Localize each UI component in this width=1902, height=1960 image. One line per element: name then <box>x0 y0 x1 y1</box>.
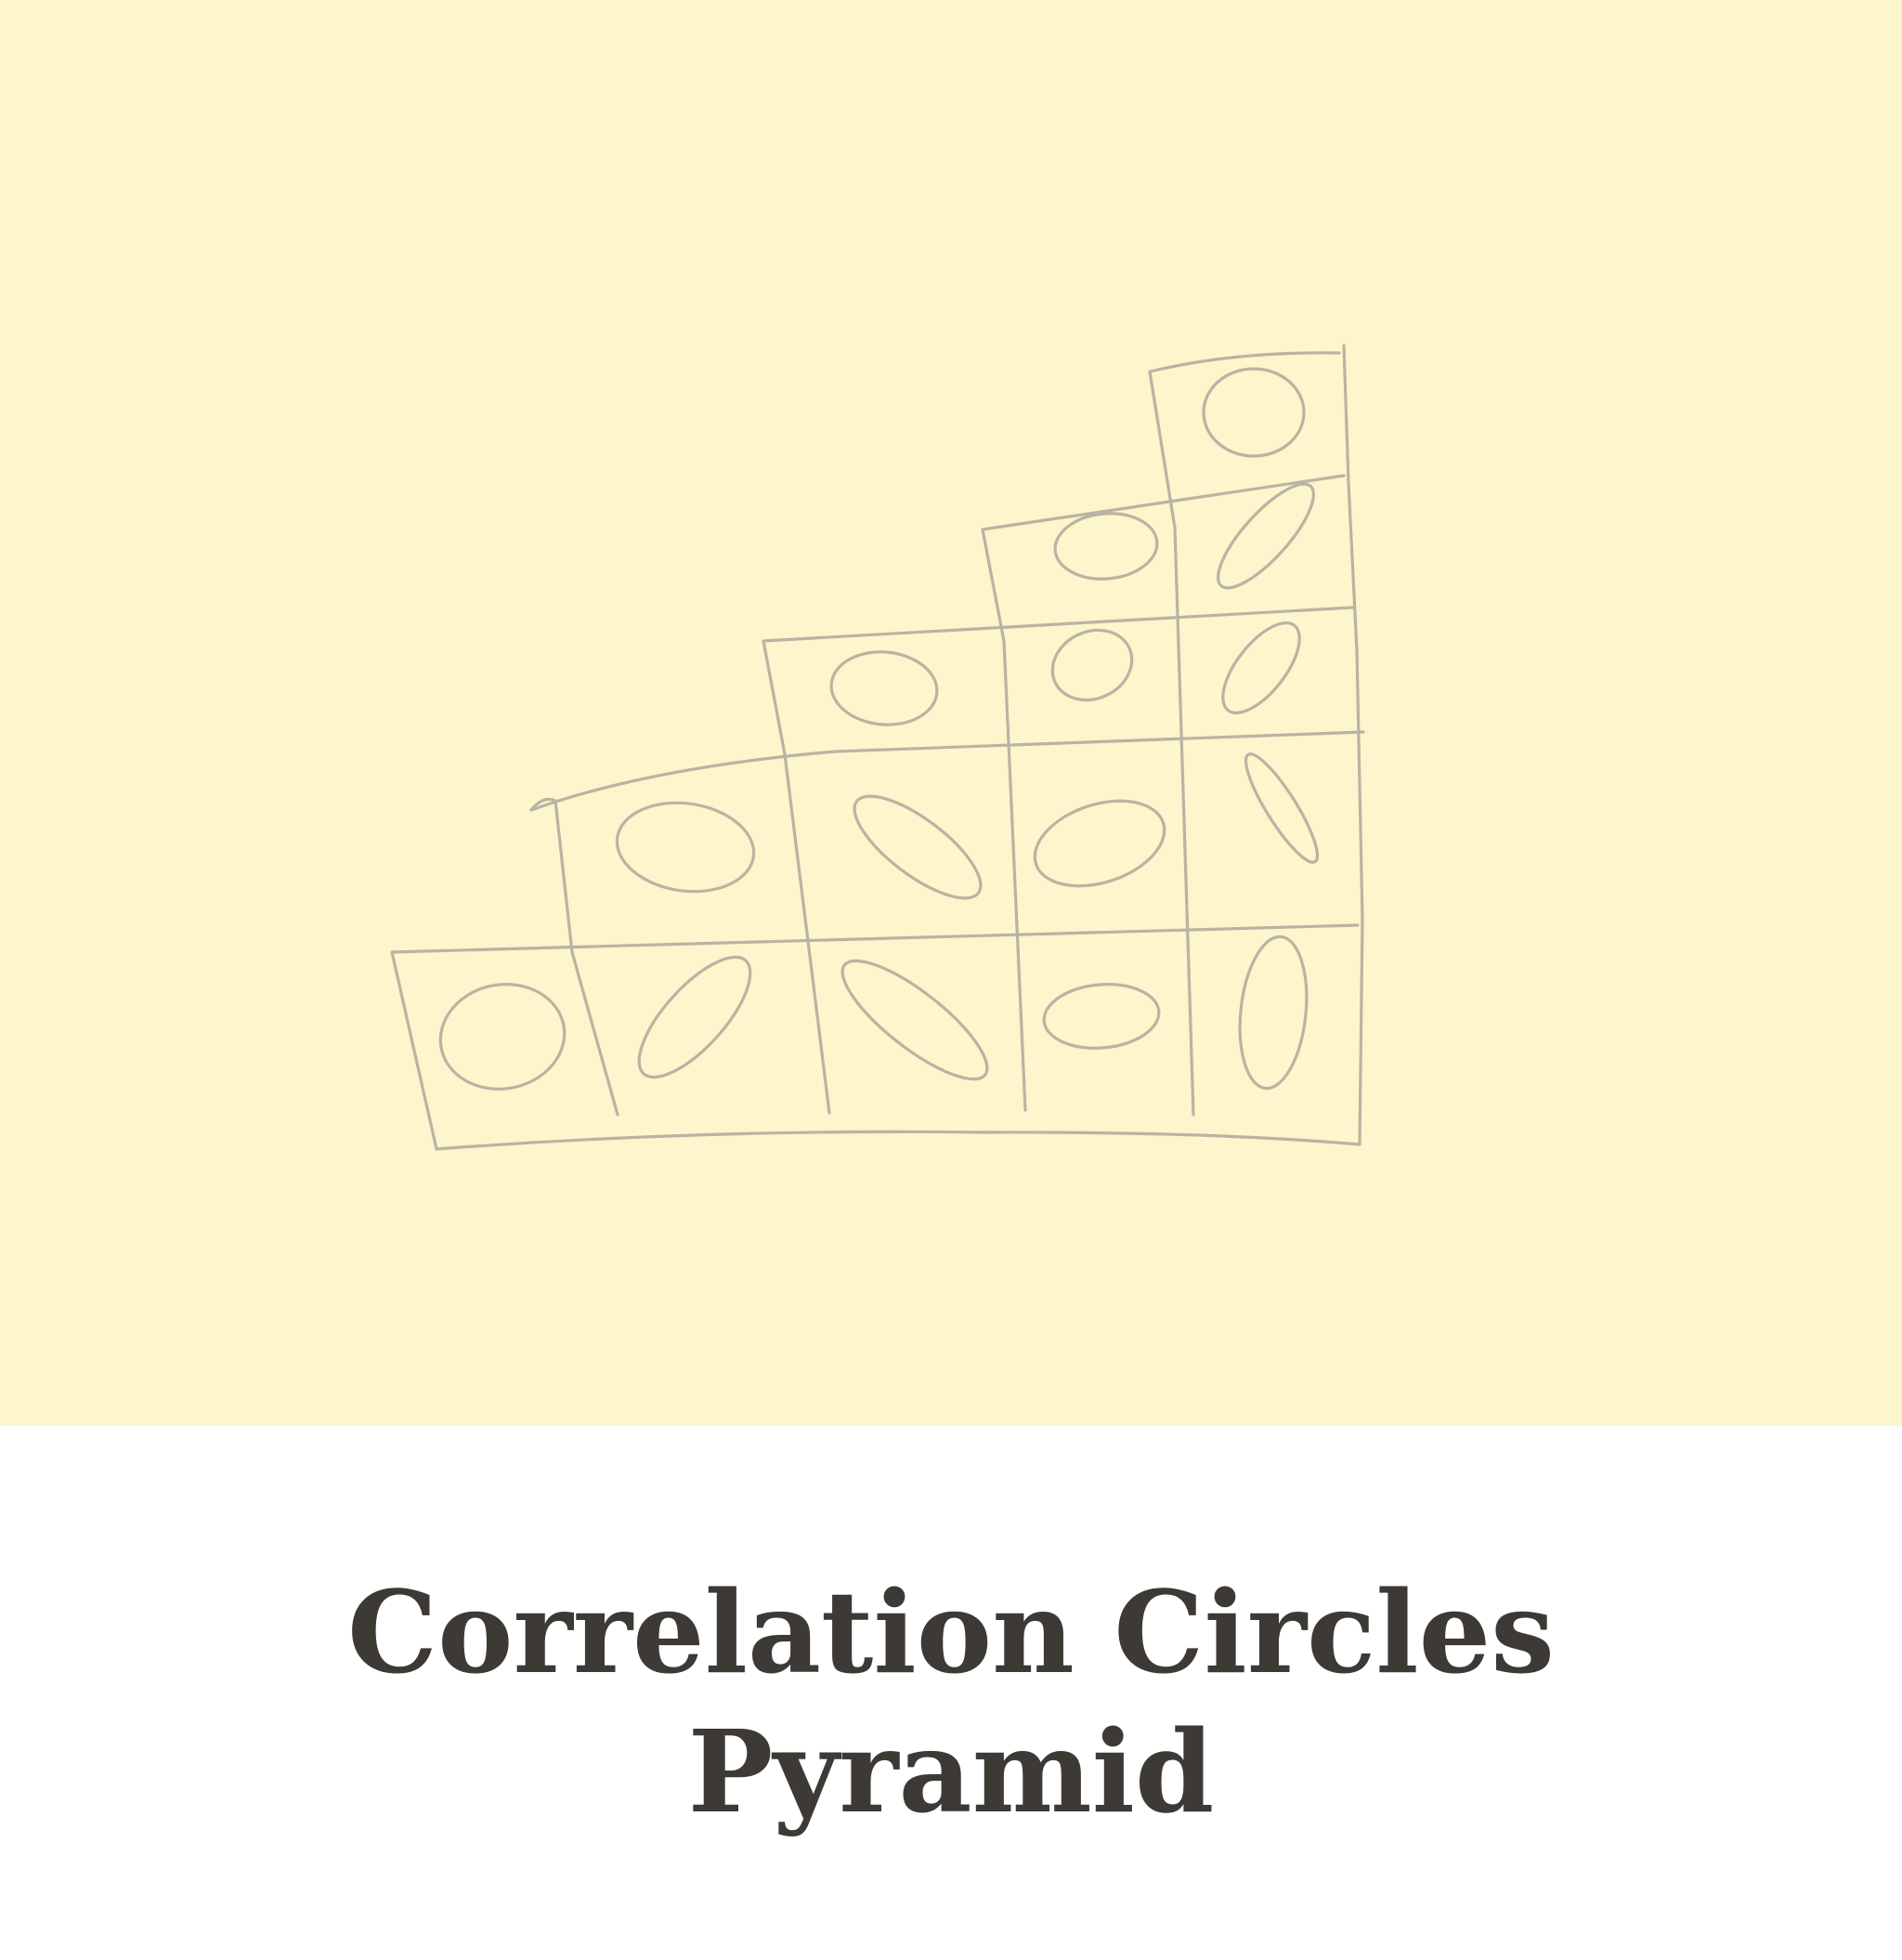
grid-divider-3 <box>1002 639 1027 1112</box>
pyramid-grid <box>390 344 1365 1151</box>
grid-step-4 <box>981 474 1346 643</box>
title-line-1: Correlation Circles <box>347 1565 1555 1699</box>
correlation-ellipse <box>840 959 989 1081</box>
grid-divider-1 <box>570 950 619 1117</box>
grid-step-2 <box>529 730 1365 954</box>
title-line-2: Pyramid <box>687 1705 1215 1838</box>
grid-divider-2 <box>783 752 831 1115</box>
grid-step-3 <box>762 606 1354 756</box>
correlation-ellipse <box>637 955 752 1079</box>
sketch-panel <box>0 0 1902 1426</box>
correlation-ellipse <box>1221 621 1301 715</box>
correlation-ellipse <box>1238 934 1309 1091</box>
caption-panel: Correlation Circles Pyramid <box>0 1426 1902 1960</box>
correlation-ellipse <box>1244 752 1320 864</box>
page-title: Correlation Circles Pyramid <box>0 1562 1902 1841</box>
grid-right-edge <box>1342 344 1364 1146</box>
correlation-ellipse <box>438 983 567 1091</box>
correlation-ellipses <box>438 367 1320 1091</box>
grid-base-line <box>435 1130 1361 1151</box>
correlation-ellipse <box>829 650 939 726</box>
correlation-pyramid-sketch <box>390 344 1365 1151</box>
correlation-ellipse <box>1050 628 1134 702</box>
correlation-ellipse <box>1202 367 1306 458</box>
grid-step-1 <box>390 923 1360 1151</box>
correlation-ellipse <box>1042 983 1161 1050</box>
correlation-ellipse <box>853 794 983 900</box>
correlation-ellipse <box>1053 512 1159 581</box>
correlation-ellipse <box>1033 799 1166 888</box>
grid-step-5 <box>1148 351 1341 529</box>
grid-divider-4 <box>1173 526 1195 1117</box>
correlation-ellipse <box>615 801 756 894</box>
correlation-ellipse <box>1217 482 1315 590</box>
